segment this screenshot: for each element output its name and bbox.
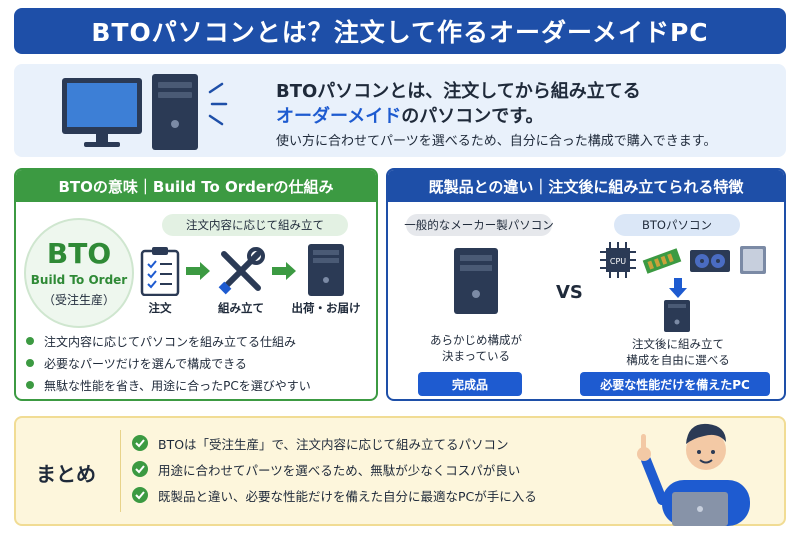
bullet-dot <box>26 337 34 345</box>
list-item: 用途に合わせてパーツを選べるため、無駄が少なくコスパが良い <box>132 456 537 482</box>
memory-icon <box>642 248 682 274</box>
bto-badge-note: （受注生産） <box>42 292 115 307</box>
bto-meaning-panel: BTOの意味｜Build To Orderの仕組み BTO Build To O… <box>14 168 378 401</box>
arrow-right-icon <box>186 262 210 280</box>
order-clipboard-icon <box>140 247 180 296</box>
general-pc-label: 一般的なメーカー製パソコン <box>404 214 554 236</box>
flow-label: 注文内容に応じて組み立て <box>162 214 348 236</box>
intro-line2-rest: のパソコンです。 <box>401 106 544 127</box>
pc-tower-icon <box>308 244 344 296</box>
intro-line1: BTOパソコンとは、注文してから組み立てる <box>276 81 641 102</box>
cpu-icon: CPU <box>600 242 636 278</box>
tools-icon <box>218 247 265 295</box>
arrow-down-icon <box>669 278 687 298</box>
bto-badge: BTO Build To Order （受注生産） <box>24 218 134 328</box>
bto-pc-tag: 必要な性能だけを備えたPC <box>580 372 770 396</box>
storage-icon <box>740 246 766 274</box>
summary-list: BTOは「受注生産」で、注文内容に応じて組み立てるパソコン 用途に合わせてパーツ… <box>132 430 537 508</box>
difference-panel: 既製品との違い｜注文後に組み立てられる特徴 一般的なメーカー製パソコン BTOパ… <box>386 168 786 401</box>
bto-bullets: 注文内容に応じてパソコンを組み立てる仕組み 必要なパーツだけを選んで構成できる … <box>26 330 311 396</box>
bto-badge-main: BTO <box>46 236 112 270</box>
summary-divider <box>120 430 121 512</box>
bto-badge-sub: Build To Order <box>30 272 128 287</box>
cpu-icon-label: CPU <box>610 257 626 266</box>
step-assemble-label: 組み立て <box>218 301 264 315</box>
check-icon <box>132 461 148 477</box>
person-with-laptop-icon <box>637 423 750 526</box>
general-pc-desc: あらかじめ構成が 決まっている <box>430 333 522 363</box>
bto-meaning-header: BTOの意味｜Build To Orderの仕組み <box>16 170 376 202</box>
intro-line3: 使い方に合わせてパーツを選べるため、自分に合った構成で購入できます。 <box>276 134 717 149</box>
page-title: BTOパソコンとは？注文して作るオーダーメイドPC <box>91 18 709 47</box>
intro-line2: オーダーメイドのパソコンです。 <box>276 102 543 128</box>
list-item: 注文内容に応じてパソコンを組み立てる仕組み <box>26 330 311 352</box>
pc-tower-icon <box>664 300 690 332</box>
arrow-right-icon <box>272 262 296 280</box>
step-ship-label: 出荷・お届け <box>291 301 361 315</box>
list-item: 無駄な性能を省き、用途に合ったPCを選びやすい <box>26 374 311 396</box>
bullet-dot <box>26 359 34 367</box>
vs-label: VS <box>556 282 583 303</box>
check-icon <box>132 435 148 451</box>
summary-section: まとめ BTOは「受注生産」で、注文内容に応じて組み立てるパソコン 用途に合わせ… <box>14 416 786 526</box>
summary-label: まとめ <box>36 462 96 486</box>
intro-section: BTOパソコンとは、注文してから組み立てる オーダーメイドのパソコンです。 使い… <box>14 64 786 157</box>
list-item: BTOは「受注生産」で、注文内容に応じて組み立てるパソコン <box>132 430 537 456</box>
general-pc-tag: 完成品 <box>418 372 522 396</box>
graphics-card-icon <box>690 250 730 272</box>
check-icon <box>132 487 148 503</box>
pc-tower-icon <box>454 248 498 314</box>
list-item: 必要なパーツだけを選んで構成できる <box>26 352 311 374</box>
bto-pc-label: BTOパソコン <box>614 214 740 236</box>
difference-header: 既製品との違い｜注文後に組み立てられる特徴 <box>388 170 784 202</box>
desktop-pc-icon <box>62 74 228 150</box>
list-item: 既製品と違い、必要な性能だけを備えた自分に最適なPCが手に入る <box>132 482 537 508</box>
bullet-dot <box>26 381 34 389</box>
step-order-label: 注文 <box>148 301 172 315</box>
intro-highlight: オーダーメイド <box>276 106 402 127</box>
bto-pc-desc: 注文後に組み立て 構成を自由に選べる <box>626 337 730 367</box>
title-bar: BTOパソコンとは？注文して作るオーダーメイドPC <box>14 8 786 54</box>
